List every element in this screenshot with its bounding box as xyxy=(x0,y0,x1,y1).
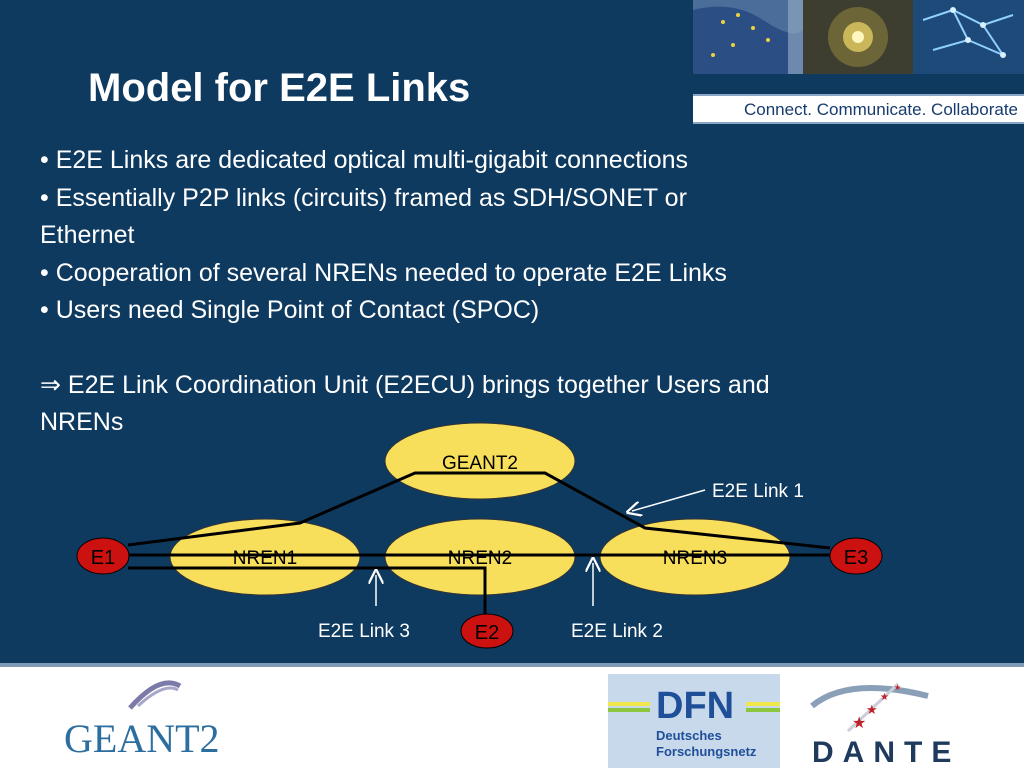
nren2-node xyxy=(384,518,576,596)
link-2-caption: E2E Link 2 xyxy=(571,621,663,642)
bullet-item: • Users need Single Point of Contact (SP… xyxy=(40,296,540,324)
conclusion-line: ⇒ E2E Link Coordination Unit (E2ECU) bri… xyxy=(40,370,770,399)
svg-text:★: ★ xyxy=(894,683,901,692)
bullet-item: • Essentially P2P links (circuits) frame… xyxy=(40,183,687,212)
eu-flag-photo xyxy=(693,0,803,74)
nren1-label: NREN1 xyxy=(233,548,297,569)
network-diagram: GEANT2 NREN1 NREN2 NREN3 E1 E3 E2 E2E Li… xyxy=(76,422,883,649)
link-1-pointer xyxy=(632,489,706,511)
e1-label: E1 xyxy=(91,547,115,569)
e3-endpoint xyxy=(829,537,883,575)
nren2-label: NREN2 xyxy=(448,548,512,569)
link-3-caption: E2E Link 3 xyxy=(318,621,410,642)
bullet-list: • E2E Links are dedicated optical multi-… xyxy=(40,142,980,442)
dante-logo: ★ ★ ★ ★ DANTE xyxy=(810,682,960,766)
slide-title: Model for E2E Links xyxy=(88,66,471,110)
e2-endpoint xyxy=(460,613,514,649)
dfn-logo: DFN Deutsches Forschungsnetz xyxy=(608,674,780,768)
e1-endpoint xyxy=(76,537,130,575)
nren3-label: NREN3 xyxy=(663,548,727,569)
e3-label: E3 xyxy=(844,547,868,569)
bullet-item: • Cooperation of several NRENs needed to… xyxy=(40,258,727,287)
e2e-link-3-line xyxy=(128,566,487,615)
svg-text:★: ★ xyxy=(880,692,889,703)
geant2-logo: GEANT2 xyxy=(64,680,220,760)
bullet-item: • E2E Links are dedicated optical multi-… xyxy=(40,146,689,174)
network-map-photo xyxy=(913,0,1024,74)
svg-text:★: ★ xyxy=(852,715,866,732)
dante-logo-text: DANTE xyxy=(812,736,960,766)
dfn-logo-text: DFN xyxy=(656,685,734,727)
tagline: Connect. Communicate. Collaborate xyxy=(693,94,1024,124)
e2-label: E2 xyxy=(475,622,499,644)
banner-photos xyxy=(693,0,1024,74)
e2e-link-1-line xyxy=(127,471,831,550)
dfn-logo-subtitle-1: Deutsches xyxy=(656,728,722,743)
geant2-label: GEANT2 xyxy=(442,453,518,474)
dfn-logo-subtitle-2: Forschungsnetz xyxy=(656,744,757,759)
bullet-item-continuation: Ethernet xyxy=(40,221,135,249)
nren1-node xyxy=(169,518,361,596)
light-bulb-photo xyxy=(803,0,913,74)
conclusion-line: NRENs xyxy=(40,408,124,436)
geant2-node xyxy=(384,422,576,500)
svg-text:★: ★ xyxy=(866,702,878,717)
geant2-logo-text: GEANT2 xyxy=(64,716,220,760)
link-1-caption: E2E Link 1 xyxy=(712,481,804,502)
footer-divider xyxy=(0,663,1024,667)
